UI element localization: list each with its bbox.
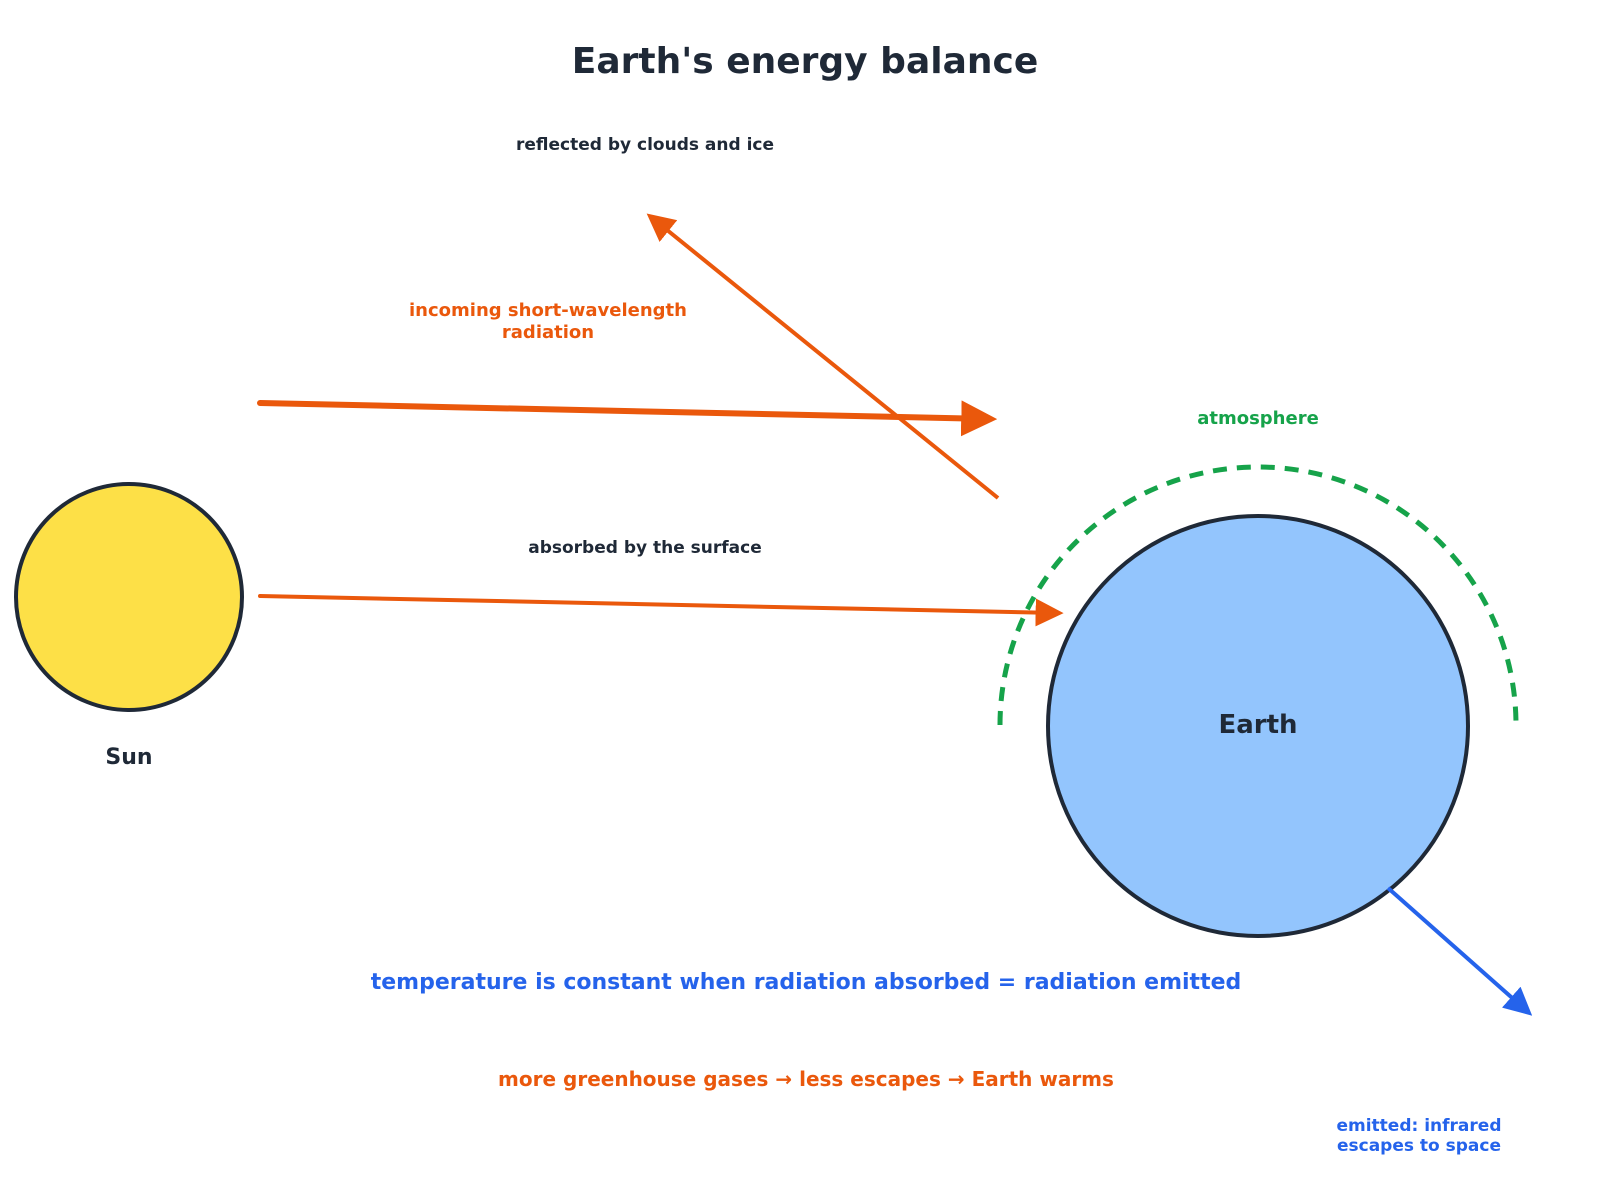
earth [1046,514,1470,938]
incoming-arrow [257,400,998,437]
emitted-label-line2: escapes to space [1337,1136,1501,1156]
incoming-label-line2: radiation [502,322,594,343]
absorbed-label: absorbed by the surface [528,538,762,558]
sun [14,482,244,712]
emitted-arrow [1386,886,1533,1016]
diagram-title: Earth's energy balance [572,41,1039,82]
atmosphere-label: atmosphere [1197,408,1319,429]
balance-statement: temperature is constant when radiation a… [371,970,1242,995]
sun-label: Sun [105,745,152,770]
absorbed-arrow [258,594,1064,627]
incoming-label-line1: incoming short-wavelength [409,300,687,321]
emitted-label-line1: emitted: infrared [1336,1116,1501,1136]
greenhouse-statement: more greenhouse gases → less escapes → E… [498,1067,1114,1091]
atmosphere-arc [997,464,1519,726]
earth-label: Earth [1218,710,1297,740]
reflected-arrow [646,213,1000,500]
reflected-label: reflected by clouds and ice [516,135,774,155]
